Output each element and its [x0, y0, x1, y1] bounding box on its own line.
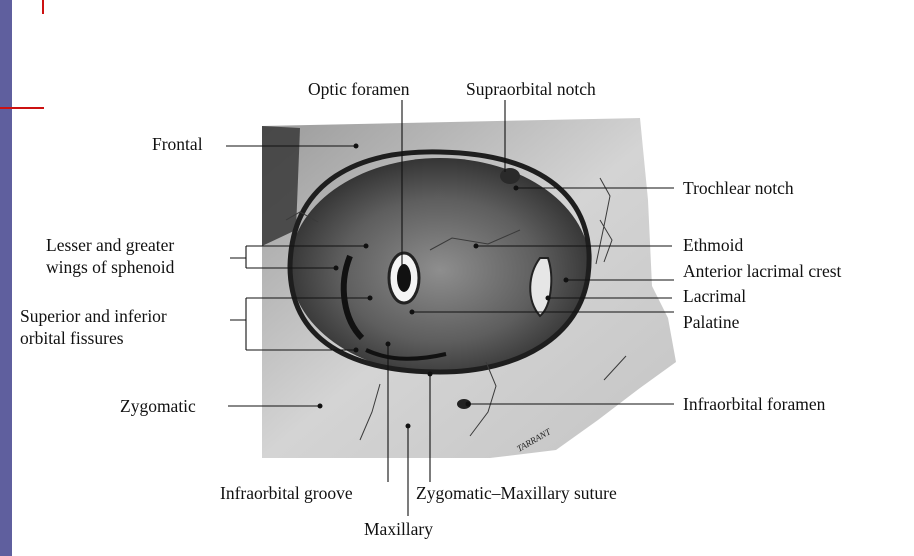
label-optic-foramen: Optic foramen — [308, 79, 410, 99]
supraorbital-notch-mark — [500, 168, 520, 184]
dot-lacrimal — [546, 296, 551, 301]
label-orbital-fissures-line2: orbital fissures — [20, 328, 124, 348]
label-lesser-greater-line1: Lesser and greater — [46, 235, 174, 255]
dot-zygomatic-maxillary-suture — [428, 372, 433, 377]
label-infraorbital-foramen: Infraorbital foramen — [683, 394, 826, 414]
label-orbital-fissures-line1: Superior and inferior — [20, 306, 167, 326]
label-lacrimal: Lacrimal — [683, 286, 746, 306]
label-zygomatic: Zygomatic — [120, 396, 196, 416]
label-anterior-lacrimal-crest: Anterior lacrimal crest — [683, 261, 842, 281]
dot-sphenoid-greater — [334, 266, 339, 271]
dot-ethmoid — [474, 244, 479, 249]
label-supraorbital-notch: Supraorbital notch — [466, 79, 596, 99]
label-palatine: Palatine — [683, 312, 740, 332]
label-lesser-greater-line2: wings of sphenoid — [46, 257, 175, 277]
dot-infraorbital-groove — [386, 342, 391, 347]
dot-anterior-lacrimal-crest — [564, 278, 569, 283]
skull-illustration — [262, 118, 676, 458]
dot-sphenoid-lesser — [364, 244, 369, 249]
dot-palatine — [410, 310, 415, 315]
label-ethmoid: Ethmoid — [683, 235, 744, 255]
dot-zygomatic — [318, 404, 323, 409]
optic-canal-hole — [397, 264, 411, 292]
label-infraorbital-groove: Infraorbital groove — [220, 483, 353, 503]
label-frontal: Frontal — [152, 134, 203, 154]
dot-infraorbital-foramen — [466, 402, 471, 407]
dot-fissure-superior — [368, 296, 373, 301]
label-trochlear-notch: Trochlear notch — [683, 178, 794, 198]
label-zygomatic-maxillary-suture: Zygomatic–Maxillary suture — [416, 483, 617, 503]
dot-trochlear — [514, 186, 519, 191]
dot-maxillary — [406, 424, 411, 429]
dot-fissure-inferior — [354, 348, 359, 353]
dot-frontal — [354, 144, 359, 149]
label-maxillary: Maxillary — [364, 519, 433, 539]
